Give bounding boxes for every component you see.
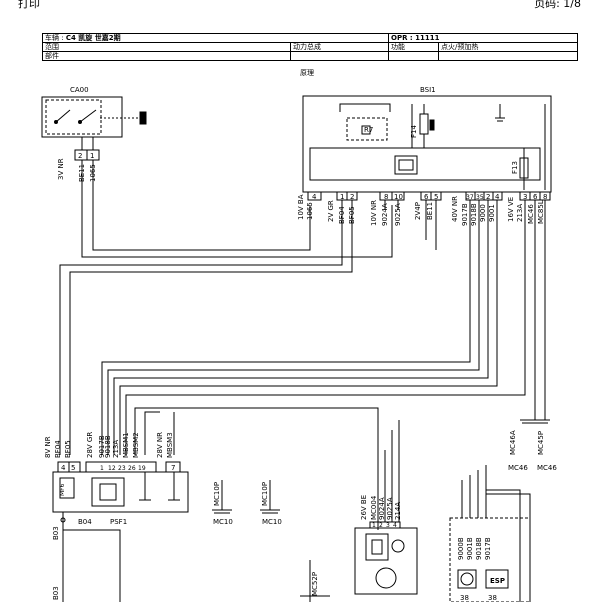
bsi-c5-pin-4: 4 bbox=[495, 193, 500, 201]
bsi-c4-pin-2: 5 bbox=[434, 193, 438, 201]
mc46-label-b: MC46 bbox=[537, 464, 557, 472]
page-number: 页码: 1/8 bbox=[534, 0, 581, 10]
mc52p-tag: MC52P bbox=[311, 572, 319, 596]
b04-label: B04 bbox=[78, 518, 92, 526]
bsi-c1-wire: 1065 bbox=[306, 202, 314, 220]
psf-c2-wire-1: 9017B bbox=[98, 435, 106, 458]
b03-label-a: B03 bbox=[52, 526, 60, 540]
print-label: 打印 bbox=[18, 0, 40, 10]
mc10p-label-b: MC10P bbox=[261, 482, 269, 506]
bsi-c3-label: 10V NR bbox=[370, 200, 378, 226]
bsi-c4-wire: BE11 bbox=[426, 202, 434, 220]
psf1-label: PSF1 bbox=[110, 518, 127, 526]
psf-c2-pin-3: 23 bbox=[118, 465, 126, 472]
f13-label: F13 bbox=[511, 161, 519, 174]
mc10-label-b: MC10 bbox=[262, 518, 282, 526]
bsi-c2-pin-1: 1 bbox=[340, 193, 344, 201]
bsi-c2-label: 2V GR bbox=[327, 200, 335, 222]
psf-c2-wire-2: 9018B bbox=[104, 435, 112, 458]
psf-fuse-label: MF6 bbox=[59, 483, 66, 496]
eng-c1-label: 26V BE bbox=[360, 495, 368, 520]
header-table: 车辆 : C4 凯旋 世嘉2期 OPR : 11111 范围 动力总成 功能 点… bbox=[42, 33, 578, 61]
bsi-c6-label: 16V VE bbox=[507, 197, 515, 222]
abs-wire-3: 9018B bbox=[475, 537, 483, 560]
ca00-pin-1: 1 bbox=[90, 152, 94, 160]
principle-label: 原理 bbox=[300, 69, 314, 77]
bsi-c1-label: 10V BA bbox=[297, 194, 305, 220]
abs-wire-2: 9001B bbox=[466, 537, 474, 560]
eng-c1-wire-1: MC004 bbox=[370, 495, 378, 520]
bsi-c5-wire-2: 9018B bbox=[470, 203, 478, 226]
eng-c1-wire-2: 9024A bbox=[378, 497, 386, 520]
mc10-label-a: MC10 bbox=[213, 518, 233, 526]
bsi-c6-pin-3: 8 bbox=[543, 193, 547, 201]
bsi-c5-pin-3: 2 bbox=[486, 193, 490, 201]
ca00-wire-1065: 1065 bbox=[89, 164, 97, 182]
psf-c2-label: 28V GR bbox=[86, 432, 94, 458]
bsi-c6-pin-1: 3 bbox=[523, 193, 527, 201]
mc46a-tag: MC46A bbox=[509, 430, 517, 455]
mc10p-label-a: MC10P bbox=[213, 482, 221, 506]
bsi-c3-wire-1: 9024A bbox=[381, 203, 389, 226]
bsi-c5-pin-2: 35 bbox=[476, 194, 484, 201]
abs-wire-1: 9000B bbox=[457, 537, 465, 560]
mc46-label-a: MC46 bbox=[508, 464, 528, 472]
b03-label-b: B03 bbox=[52, 586, 60, 600]
psf-c2-pin-5: 19 bbox=[138, 465, 146, 472]
psf-c3-wire: MBSM3 bbox=[166, 432, 174, 458]
psf-c1-wire-1: BF04 bbox=[54, 440, 62, 458]
bsi-c6-pin-2: 6 bbox=[533, 193, 538, 201]
psf-c3-label: 28V NR bbox=[156, 432, 164, 458]
bsi-c2-pin-2: 2 bbox=[350, 193, 354, 201]
bsi-c4-label: 2V4P bbox=[414, 202, 422, 220]
bsi-c4-pin-1: 6 bbox=[424, 193, 429, 201]
psf-c2-wire-3: 213A bbox=[112, 440, 120, 458]
ca00-box bbox=[41, 96, 123, 138]
bsi-c6-wire-1: 213A bbox=[516, 204, 524, 222]
bsi-c6-wire-3: MC85L bbox=[537, 200, 545, 224]
bsi-c5-wire-3: 9000 bbox=[479, 204, 487, 222]
abs-pin-1: 38 bbox=[460, 594, 469, 602]
eng-c1-wire-3: 9025A bbox=[386, 497, 394, 520]
psf-c1-pin-1: 4 bbox=[61, 464, 66, 472]
psf-c2-wire-4: MBSM1 bbox=[122, 432, 130, 458]
ca00-pin-2: 2 bbox=[78, 152, 82, 160]
psf-c2-wire-5: MBSM2 bbox=[132, 432, 140, 458]
ca00-wire-be11: BE11 bbox=[78, 164, 86, 182]
bsi-c3-pin-1: 8 bbox=[384, 193, 388, 201]
psf-c1-pin-2: 5 bbox=[71, 464, 75, 472]
bsi-c5-label: 40V NR bbox=[451, 196, 459, 222]
eng-c1-pin-4: 4 bbox=[393, 522, 397, 529]
abs-wire-4: 9017B bbox=[484, 537, 492, 560]
ca00-conn-label: 3V NR bbox=[57, 158, 65, 180]
eng-c1-pin-2: 2 bbox=[379, 522, 383, 529]
bsi-c5-wire-1: 9017B bbox=[461, 203, 469, 226]
mc45p-tag: MC45P bbox=[537, 431, 545, 455]
esp-icon: ESP bbox=[490, 577, 505, 585]
psf-c2-pin-1: 1 bbox=[100, 465, 104, 472]
bsi-c2-wire-1: BF04 bbox=[338, 206, 346, 224]
bsi-c2-wire-2: BF05 bbox=[348, 206, 356, 224]
bsi-c3-pin-2: 10 bbox=[394, 193, 403, 201]
psf-c1-label: 8V NR bbox=[44, 436, 52, 458]
bsi1-label: BSI1 bbox=[420, 86, 436, 94]
eng-c1-wire-4: 214A bbox=[394, 502, 402, 520]
psf-c2-pin-2: 12 bbox=[108, 465, 116, 472]
ca00-label: CA00 bbox=[70, 86, 89, 94]
eng-c1-pin-3: 3 bbox=[386, 522, 390, 529]
psf-c1-wire-2: BF05 bbox=[64, 440, 72, 458]
psf-c3-pin: 7 bbox=[171, 464, 175, 472]
eng-c1-pin-1: 1 bbox=[372, 522, 376, 529]
bsi-c5-wire-4: 9001 bbox=[488, 204, 496, 222]
abs-pin-2: 38 bbox=[488, 594, 497, 602]
engine-ecu-box bbox=[354, 527, 418, 595]
bsi-c5-pin-1: 37 bbox=[466, 194, 474, 201]
bsi-c1-pin: 4 bbox=[312, 193, 317, 201]
bsi-c3-wire-2: 9025A bbox=[394, 203, 402, 226]
f14-label: F14 bbox=[410, 125, 418, 138]
bsi-c6-wire-2: MC46 bbox=[527, 204, 535, 224]
psf-c2-pin-4: 26 bbox=[128, 465, 136, 472]
r7-label: R7 bbox=[364, 126, 373, 134]
